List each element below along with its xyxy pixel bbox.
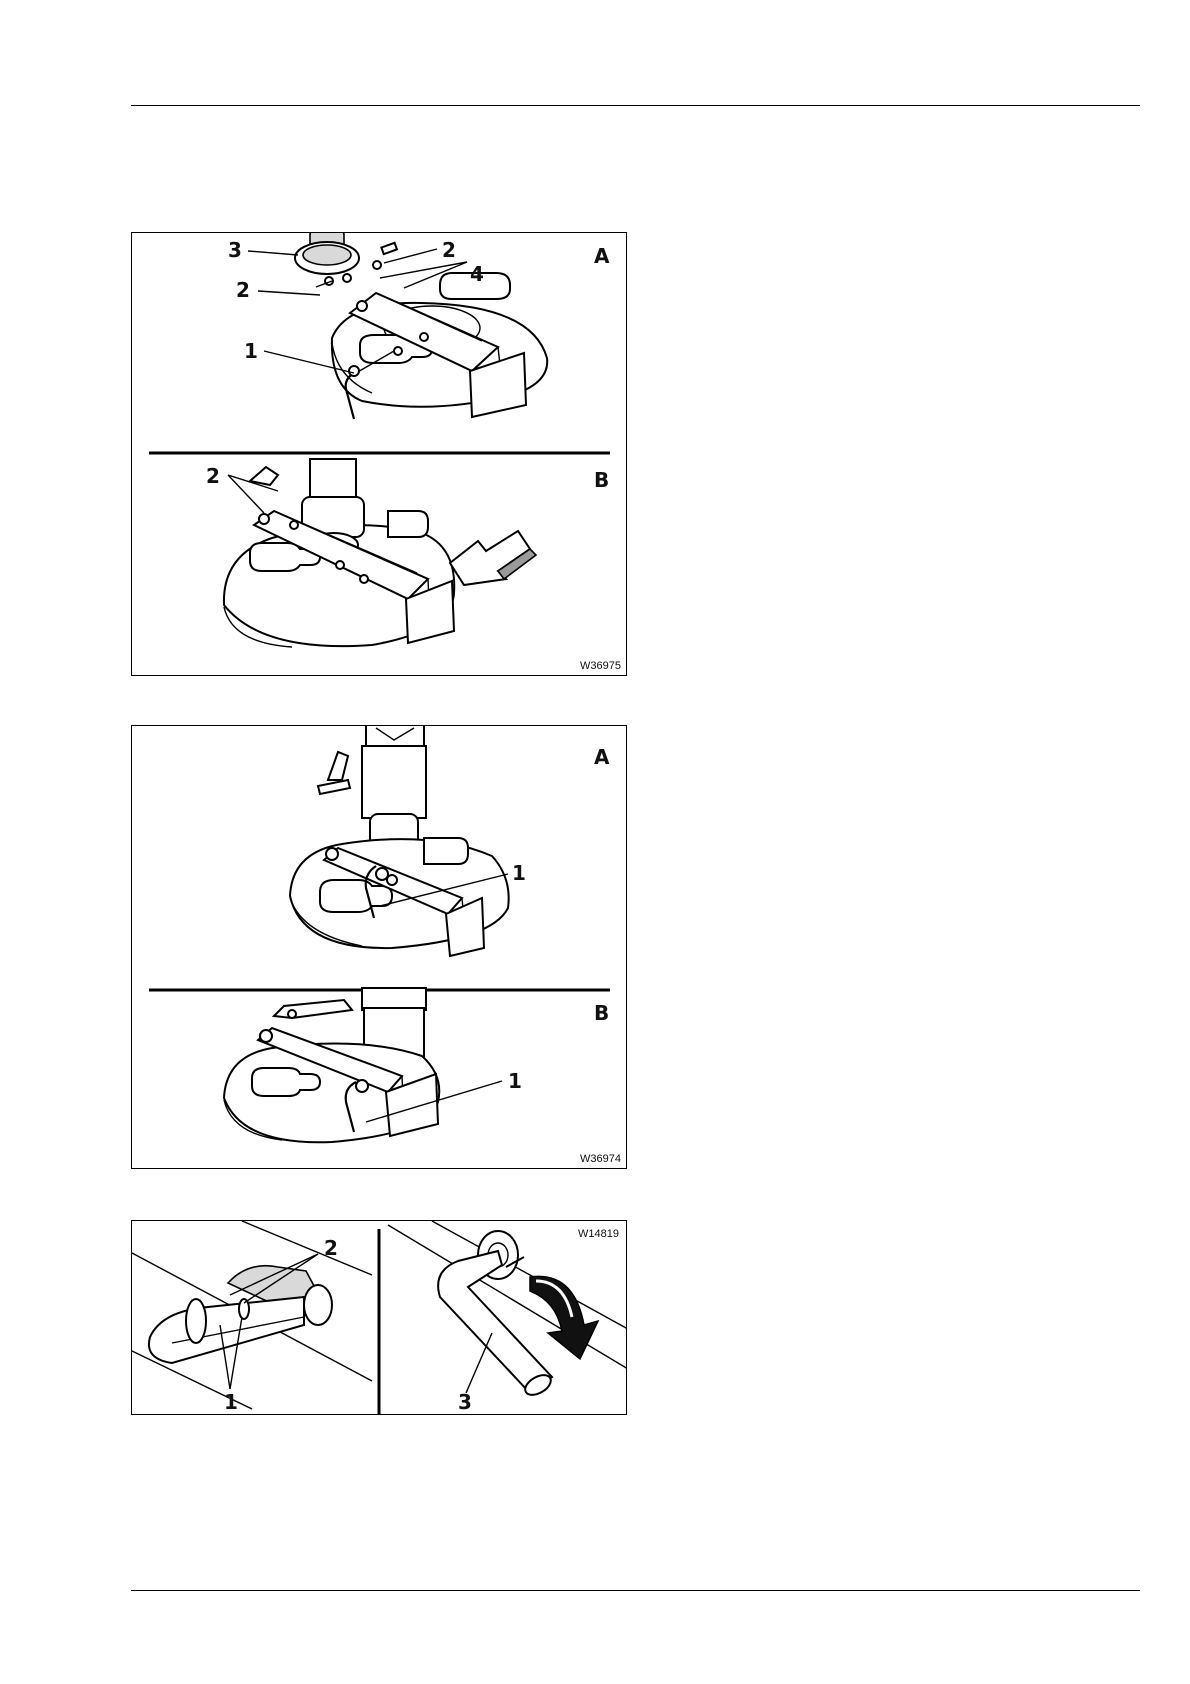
panel-b-letter: B [594,1001,609,1025]
panel-a-letter: A [594,745,610,769]
callout-4: 4 [470,262,484,286]
callout-2-left: 2 [236,278,250,302]
outrigger-pad-removal-illustration: 3 2 4 2 1 A [132,233,627,676]
callout-1-panel-b: 1 [508,1069,522,1093]
callout-2-panel-b: 2 [206,464,220,488]
panel-a-drawing [290,726,509,956]
panel-b-letter: B [594,468,609,492]
callout-2: 2 [324,1236,338,1260]
figure-w36975: 3 2 4 2 1 A [131,232,627,676]
figure-code: W36974 [580,1153,621,1165]
figure-code: W14819 [578,1228,619,1240]
spring-pin-illustration: 2 1 3 W14819 [132,1221,627,1415]
callout-1: 1 [224,1390,238,1414]
figure-code: W36975 [580,660,621,672]
callout-1: 1 [244,339,258,363]
panel-a-letter: A [594,244,610,268]
callout-3: 3 [458,1390,472,1414]
right-pin-drawing [388,1221,627,1399]
outrigger-pad-locking-illustration: 1 A 1 B W36974 [132,726,627,1169]
header-rule [131,105,1140,106]
figure-w36974: 1 A 1 B W36974 [131,725,627,1169]
right-leader [466,1333,492,1393]
callout-3: 3 [228,238,242,262]
callout-2-top: 2 [442,238,456,262]
panel-a-drawing [295,233,547,419]
panel-b-drawing [224,988,439,1142]
figure-w14819: 2 1 3 W14819 [131,1220,627,1415]
callout-1-panel-a: 1 [512,861,526,885]
panel-b-drawing [224,459,536,647]
footer-rule [131,1590,1140,1591]
